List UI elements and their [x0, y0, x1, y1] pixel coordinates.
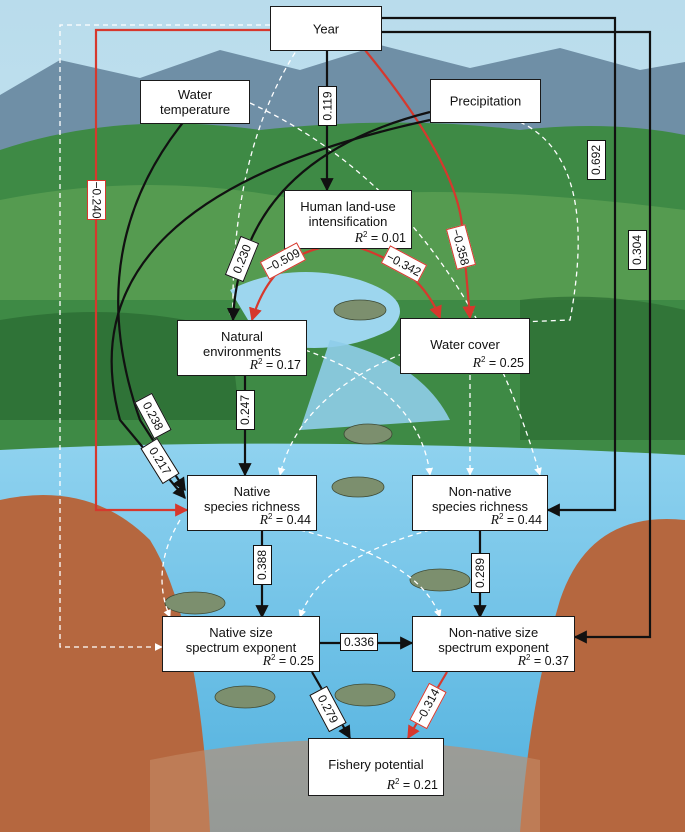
dashed-natural-to-nonnative-rich: [304, 349, 434, 476]
coef-year-landuse: 0.119: [318, 86, 337, 126]
node-natural-environments-r2: R2 = 0.17: [249, 357, 301, 372]
node-natural-environments-label: Natural environments: [202, 329, 282, 359]
coef-native-richness-size: 0.388: [253, 545, 272, 585]
node-nonnative-size-spectrum-r2: R2 = 0.37: [517, 653, 569, 668]
fish-illustrations: [164, 299, 471, 709]
node-year: Year: [270, 6, 382, 51]
arrow-year-to-water-cover: [364, 49, 476, 320]
node-precipitation: Precipitation: [430, 79, 541, 123]
coef-year-nonnative-size: 0.304: [628, 230, 647, 270]
right-bank: [520, 519, 685, 832]
node-native-species-richness-label: Native species richness: [203, 484, 301, 514]
dashed-nonnative-rich-to-native-size: [298, 529, 431, 618]
node-land-use-label: Human land-use intensification: [300, 199, 396, 229]
node-nonnative-species-richness: Non-native species richness R2 = 0.44: [412, 475, 548, 531]
arrow-year-to-native-rich: [94, 28, 270, 517]
node-nonnative-species-richness-label: Non-native species richness: [431, 484, 529, 514]
node-water-temperature-label: Water temperature: [159, 87, 231, 117]
arrow-temp-to-native-rich: [117, 119, 186, 492]
node-year-label: Year: [312, 21, 340, 36]
node-nonnative-species-richness-r2: R2 = 0.44: [490, 512, 542, 527]
node-fishery-potential-label: Fishery potential: [328, 757, 424, 772]
nonsignificant-paths: [59, 24, 579, 651]
node-native-species-richness: Native species richness R2 = 0.44: [187, 475, 317, 531]
left-bank: [0, 495, 210, 832]
arrow-year-to-nonnative-size: [382, 30, 652, 644]
dashed-water-to-native-rich: [277, 346, 421, 476]
node-nonnative-size-spectrum: Non-native size spectrum exponent R2 = 0…: [412, 616, 575, 672]
arrow-year-to-nonnative-rich: [382, 16, 617, 517]
node-nonnative-size-spectrum-label: Non-native size spectrum exponent: [438, 625, 549, 655]
node-land-use-r2: R2 = 0.01: [354, 230, 406, 245]
coef-nonnative-richness-size: 0.289: [471, 553, 490, 593]
dashed-native-rich-to-nonnative-size: [299, 529, 442, 618]
node-precipitation-label: Precipitation: [449, 93, 522, 109]
coef-native-size-nonnative-size: 0.336: [340, 633, 378, 651]
node-native-size-spectrum: Native size spectrum exponent R2 = 0.25: [162, 616, 320, 672]
node-land-use: Human land-use intensification R2 = 0.01: [284, 190, 412, 249]
coef-year-nonnative-richness: 0.692: [587, 140, 606, 180]
dashed-native-rich-lateral: [161, 519, 181, 618]
node-fishery-potential: Fishery potential R2 = 0.21: [308, 738, 444, 796]
node-native-size-spectrum-r2: R2 = 0.25: [262, 653, 314, 668]
node-water-cover: Water cover R2 = 0.25: [400, 318, 530, 374]
dashed-temp-to-nonnative-rich: [249, 102, 542, 476]
node-water-temperature: Water temperature: [140, 80, 250, 124]
dashed-year-to-native-size: [59, 24, 270, 651]
node-water-cover-r2: R2 = 0.25: [472, 355, 524, 370]
node-native-species-richness-r2: R2 = 0.44: [259, 512, 311, 527]
node-natural-environments: Natural environments R2 = 0.17: [177, 320, 307, 376]
coef-natural-native-richness: 0.247: [236, 390, 255, 430]
node-water-cover-label: Water cover: [430, 337, 500, 352]
node-native-size-spectrum-label: Native size spectrum exponent: [185, 625, 297, 655]
dashed-precip-to-water-cover: [519, 121, 579, 326]
coef-year-native-richness: −0.240: [87, 180, 106, 220]
arrow-precip-to-native-rich: [110, 118, 431, 500]
node-fishery-potential-r2: R2 = 0.21: [386, 777, 438, 792]
